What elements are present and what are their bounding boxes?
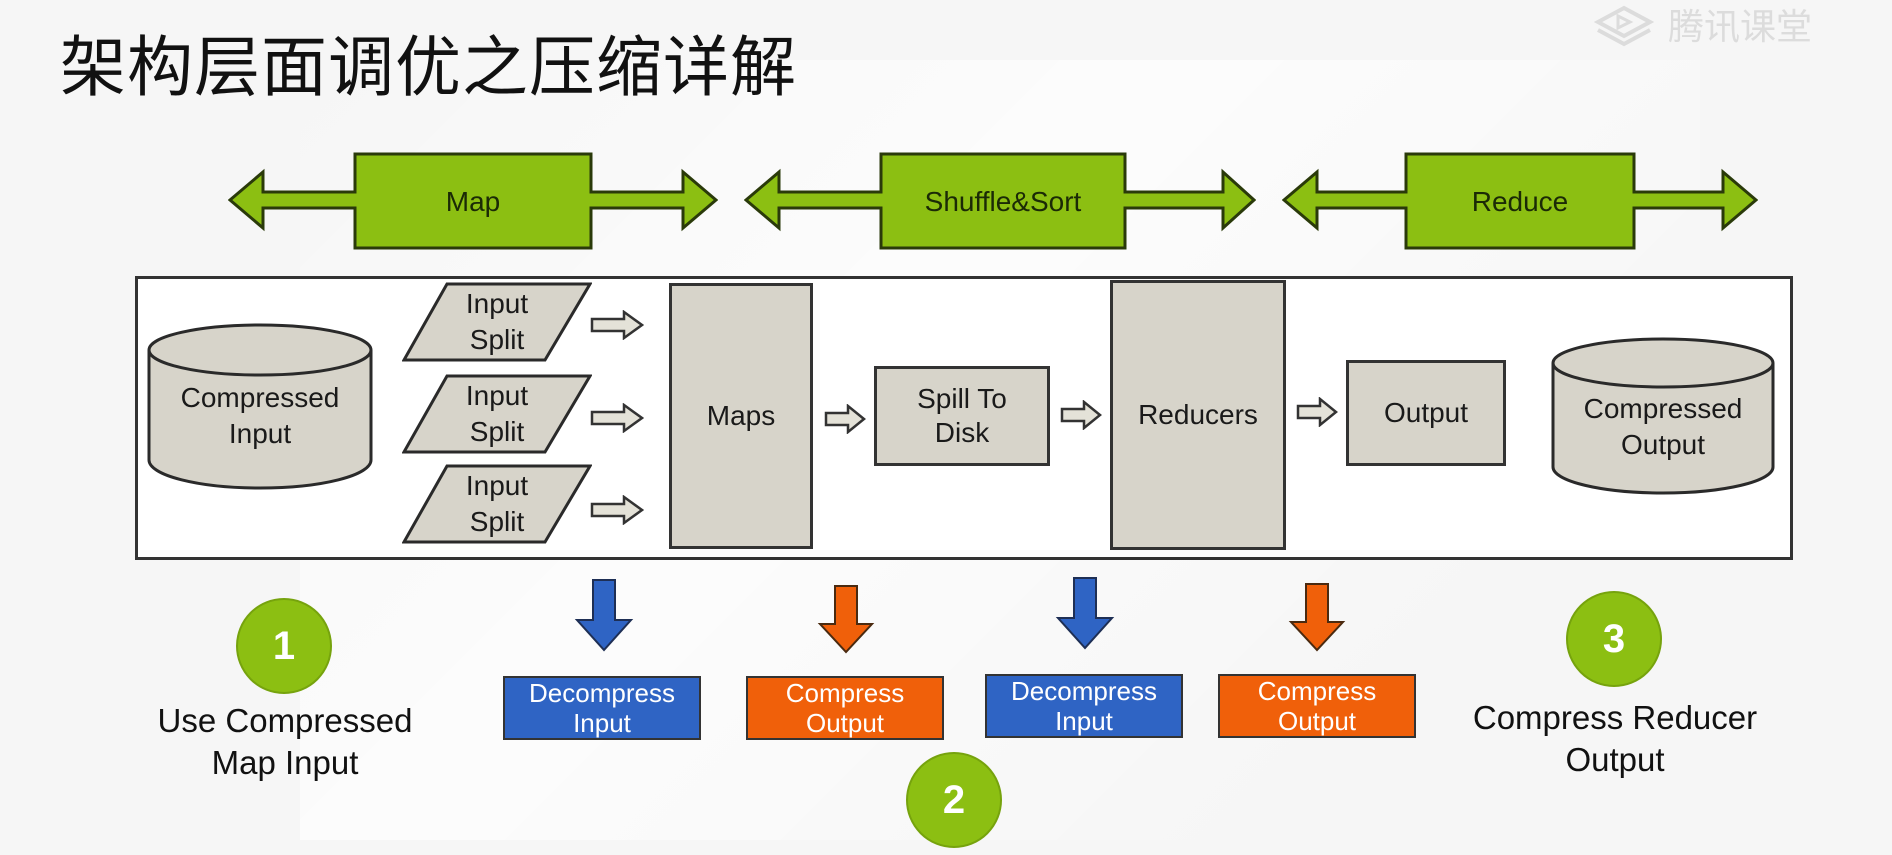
compress-output-box-1: Compress Output xyxy=(746,676,944,740)
step-badge-2: 2 xyxy=(906,752,1002,848)
input-split-3: Input Split xyxy=(401,464,593,544)
input-split-1: Input Split xyxy=(401,282,593,362)
compressed-input-line2: Input xyxy=(228,418,292,449)
input-split-2-line1: Input xyxy=(465,380,529,411)
database-icon xyxy=(1551,337,1775,495)
phase-label-shuffle-sort: Shuffle&Sort xyxy=(924,186,1082,217)
database-icon xyxy=(147,323,373,490)
spill-to-disk-line2: Disk xyxy=(934,417,990,448)
compressed-output-line2: Output xyxy=(1620,429,1706,460)
compressed-input-line1: Compressed xyxy=(180,382,340,413)
down-arrow-icon xyxy=(1055,577,1115,650)
step-3-line2: Output xyxy=(1565,741,1665,778)
input-split-3-line1: Input xyxy=(465,470,529,501)
op-4-line1: Compress xyxy=(1257,676,1377,706)
flow-arrow-icon xyxy=(824,404,866,434)
input-split-2-line2: Split xyxy=(469,416,525,447)
decompress-input-box-2: Decompress Input xyxy=(985,674,1183,738)
flow-arrow-icon xyxy=(1060,400,1102,430)
phase-shuffle-sort: Shuffle&Sort xyxy=(744,152,1256,252)
step-3-line1: Compress Reducer xyxy=(1472,699,1758,736)
compressed-output-line1: Compressed xyxy=(1583,393,1743,424)
parallelogram-shape xyxy=(401,464,593,544)
input-split-1-line1: Input xyxy=(465,288,529,319)
flow-arrow-icon xyxy=(590,495,644,525)
spill-to-disk-line1: Spill To xyxy=(917,383,1007,414)
down-arrow-icon xyxy=(1288,583,1346,652)
step-badge-3: 3 xyxy=(1566,591,1662,687)
reducers-label: Reducers xyxy=(1138,399,1258,430)
parallelogram-shape xyxy=(401,282,593,362)
op-2-line1: Compress xyxy=(785,678,905,708)
op-2-line2: Output xyxy=(805,708,885,738)
op-1-line2: Input xyxy=(573,708,631,738)
output-label: Output xyxy=(1383,397,1469,428)
step-1-line1: Use Compressed xyxy=(157,702,413,739)
phase-reduce: Reduce xyxy=(1282,152,1758,252)
reducers-box: Reducers xyxy=(1110,280,1286,550)
flow-arrow-icon xyxy=(1296,397,1338,427)
flow-arrow-icon xyxy=(590,310,644,340)
double-arrow-icon xyxy=(744,152,1256,250)
compressed-input-cylinder: Compressed Input xyxy=(146,322,374,492)
decompress-input-box-1: Decompress Input xyxy=(503,676,701,740)
phase-map: Map xyxy=(228,152,718,252)
input-split-3-line2: Split xyxy=(469,506,525,537)
op-3-line1: Decompress xyxy=(1011,676,1157,706)
spill-to-disk-box: Spill To Disk xyxy=(874,366,1050,466)
maps-box: Maps xyxy=(669,283,813,549)
slide-title: 架构层面调优之压缩详解 xyxy=(60,29,797,106)
watermark-text: 腾讯课堂 xyxy=(1667,7,1812,48)
step-1-line2: Map Input xyxy=(211,744,359,781)
step-1-label: Use Compressed Map Input xyxy=(120,700,450,784)
input-split-1-line2: Split xyxy=(469,324,525,355)
op-4-line2: Output xyxy=(1277,706,1357,736)
down-arrow-icon xyxy=(574,579,634,652)
step-3-label: Compress Reducer Output xyxy=(1440,697,1790,781)
flow-arrow-icon xyxy=(590,403,644,433)
op-3-line2: Input xyxy=(1055,706,1113,736)
down-arrow-icon xyxy=(817,585,875,654)
maps-label: Maps xyxy=(706,400,776,431)
tencent-classroom-logo-icon xyxy=(1593,5,1655,47)
double-arrow-icon xyxy=(228,152,718,250)
input-split-2: Input Split xyxy=(401,374,593,454)
op-1-line1: Decompress xyxy=(529,678,675,708)
step-badge-1: 1 xyxy=(236,598,332,694)
phase-label-map: Map xyxy=(445,186,501,217)
output-box: Output xyxy=(1346,360,1506,466)
compressed-output-cylinder: Compressed Output xyxy=(1550,335,1776,497)
compress-output-box-2: Compress Output xyxy=(1218,674,1416,738)
watermark: 腾讯课堂 xyxy=(1590,0,1812,48)
parallelogram-shape xyxy=(401,374,593,454)
phase-label-reduce: Reduce xyxy=(1471,186,1569,217)
double-arrow-icon xyxy=(1282,152,1758,250)
